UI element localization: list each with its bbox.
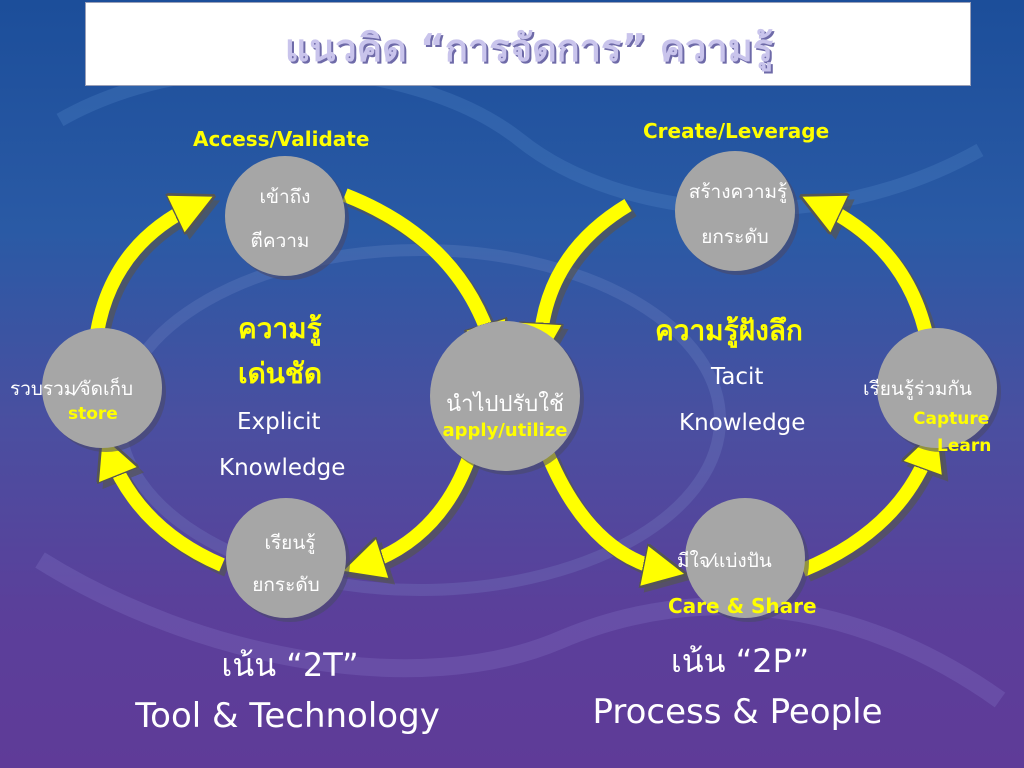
node-learn-up (226, 498, 346, 618)
node-share (685, 498, 805, 618)
arrow-create-to-apply (540, 199, 632, 345)
store-label: store (68, 404, 118, 424)
title-box: แนวคิด “การจัดการ” ความรู้ (85, 2, 971, 86)
footer-right-title: เน้น “2P” (670, 642, 810, 680)
node-learn-up-line1: เรียนรู้ (264, 532, 316, 554)
arrow-apply-to-share (541, 452, 665, 570)
footer-left-subtitle: Tool & Technology (135, 696, 440, 736)
node-access-line1: เข้าถึง (259, 186, 311, 208)
tacit-en-line1: Tacit (711, 364, 764, 390)
apply-utilize-label: apply/utilize (442, 420, 568, 441)
node-apply (430, 321, 580, 471)
node-learn-up-line2: ยกระดับ (252, 574, 320, 596)
care-share-label: Care & Share (668, 594, 817, 618)
node-access (225, 156, 345, 276)
node-learn-together-text: เรียนรู้ร่วมกัน (863, 378, 972, 400)
arrow-access-to-apply (342, 188, 492, 345)
node-create-line2: ยกระดับ (701, 226, 769, 248)
create-leverage-label: Create/Leverage (643, 119, 830, 143)
page-title: แนวคิด “การจัดการ” ความรู้ (284, 26, 774, 70)
node-create-line1: สร้างความรู้ (688, 181, 788, 203)
arrow-learn-up-to-store (110, 455, 225, 572)
learn-label: Learn (937, 436, 992, 456)
tacit-thai: ความรู้ฝังลึก (655, 314, 803, 347)
node-apply-text: นำไปปรับใช้ (446, 392, 564, 417)
node-create (675, 151, 795, 271)
node-collect-text: รวบรวม⁄จัดเก็บ (10, 378, 134, 400)
tacit-en-line2: Knowledge (679, 410, 806, 436)
arrow-apply-to-learn-up (362, 452, 477, 565)
capture-label: Capture (913, 409, 990, 429)
node-access-line2: ตีความ (250, 230, 310, 252)
node-learn-together (877, 328, 997, 448)
footer-right-subtitle: Process & People (592, 692, 883, 732)
node-share-text: มีใจ⁄แบ่งปัน (677, 550, 772, 572)
footer-left-title: เน้น “2T” (221, 646, 359, 684)
explicit-thai-line1: ความรู้ (238, 312, 322, 345)
explicit-en-line1: Explicit (237, 409, 321, 435)
explicit-thai-line2: เด่นชัด (238, 357, 323, 390)
access-validate-label: Access/Validate (193, 127, 370, 151)
arrow-share-to-learn-together (800, 448, 930, 577)
node-collect (42, 328, 162, 448)
explicit-en-line2: Knowledge (219, 455, 346, 481)
